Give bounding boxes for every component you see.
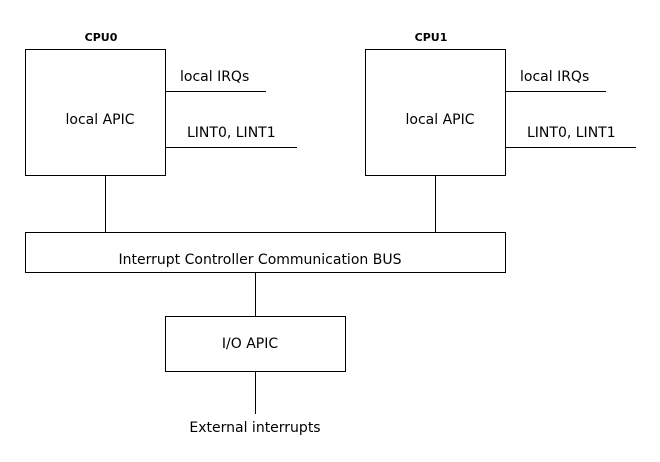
cpu0-group: CPU0 local APIC local IRQs LINT0, LINT1	[25, 31, 297, 232]
cpu1-local-irqs-label: local IRQs	[520, 69, 589, 85]
cpu1-local-apic-label: local APIC	[406, 112, 475, 128]
cpu0-local-apic-label: local APIC	[66, 112, 135, 128]
cpu0-local-irqs-label: local IRQs	[180, 69, 249, 85]
cpu0-local-apic-box	[25, 49, 166, 176]
io-apic-group: I/O APIC	[165, 316, 346, 414]
cpu0-title: CPU0	[85, 31, 118, 44]
io-apic-label: I/O APIC	[222, 336, 278, 352]
io-apic-box	[165, 316, 346, 372]
cpu1-group: CPU1 local APIC local IRQs LINT0, LINT1	[365, 31, 636, 232]
cpu1-local-apic-box	[365, 49, 506, 176]
cpu1-title: CPU1	[415, 31, 448, 44]
cpu1-lint-label: LINT0, LINT1	[527, 125, 616, 141]
icc-bus-box	[25, 232, 506, 273]
icc-bus-group: Interrupt Controller Communication BUS	[25, 232, 506, 316]
icc-bus-label: Interrupt Controller Communication BUS	[119, 252, 402, 268]
external-interrupts-label: External interrupts	[189, 420, 320, 436]
cpu0-lint-label: LINT0, LINT1	[187, 125, 276, 141]
